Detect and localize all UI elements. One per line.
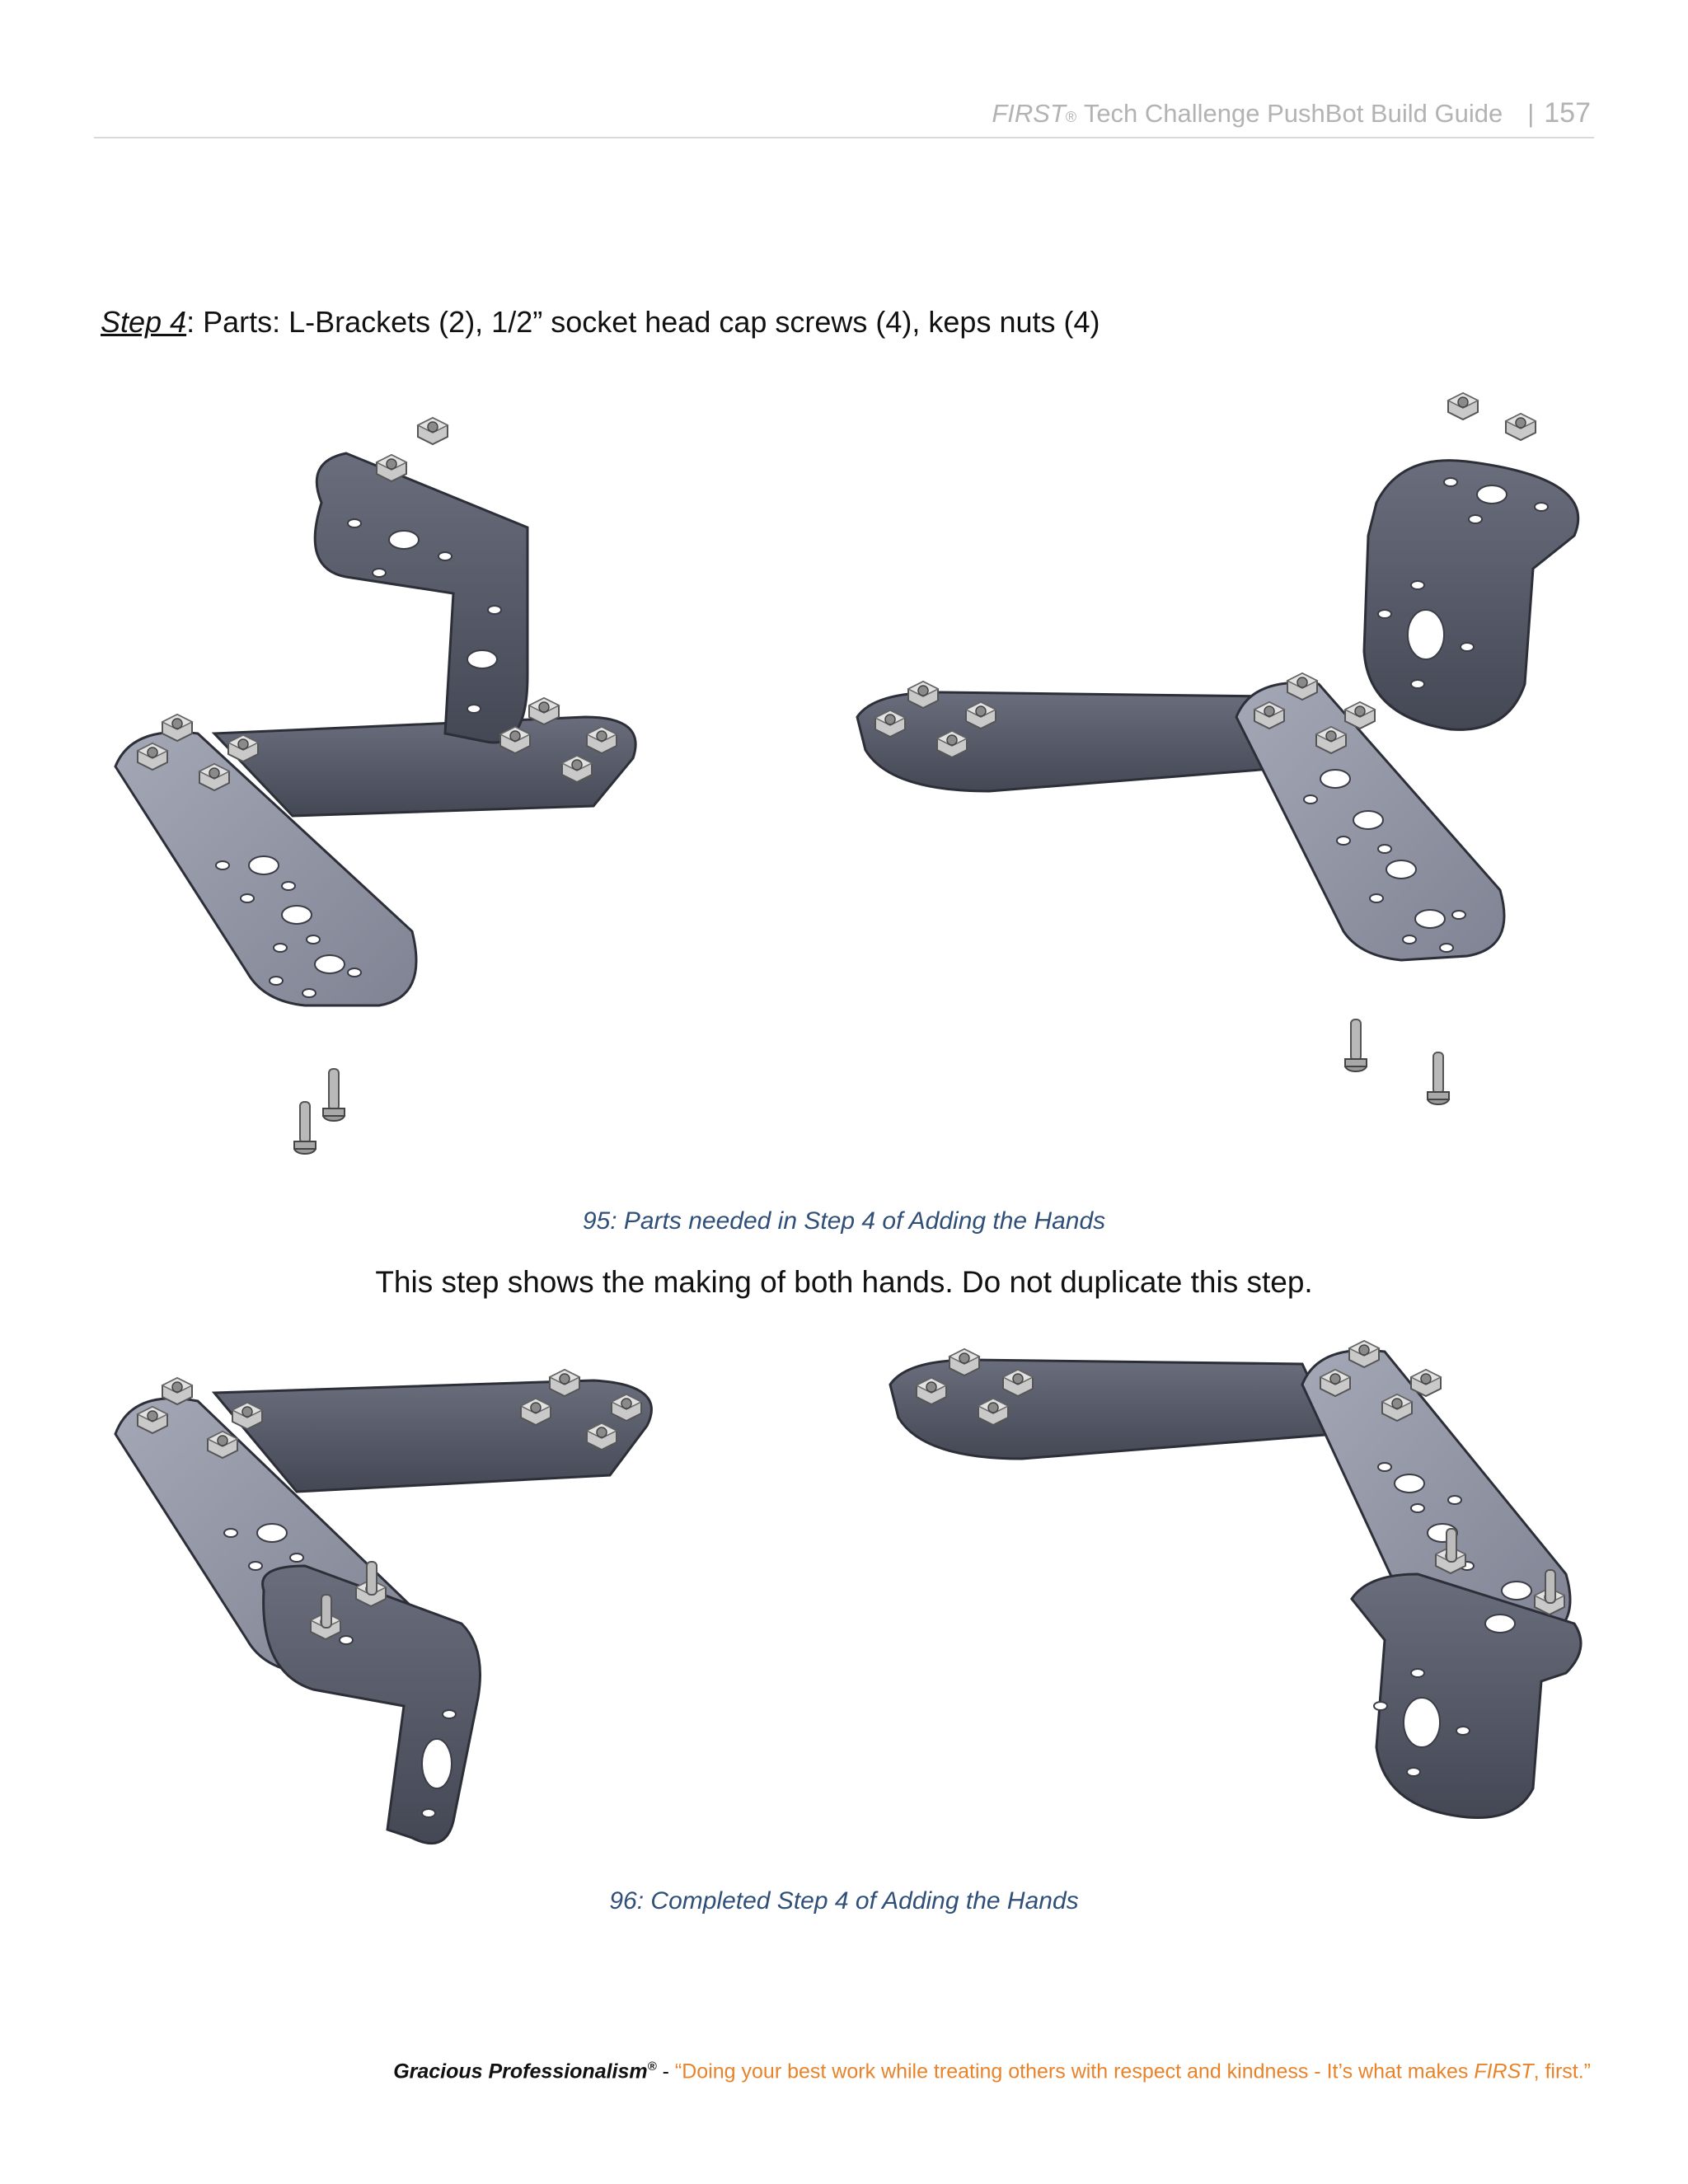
step-note: This step shows the making of both hands… [375,1265,1313,1299]
step-label: Step 4 [101,305,187,339]
figure-96-caption: 96: Completed Step 4 of Adding the Hands [609,1887,1079,1915]
figure-95-right-parts [856,392,1580,1105]
step-instruction: Step 4: Parts: L-Brackets (2), 1/2” sock… [101,305,1100,340]
figure-96-left-completed [114,1369,653,1845]
footer-quote-first: FIRST [1474,2060,1534,2083]
footer-quote: “Doing your best work while treating oth… [675,2060,1591,2083]
figure-95-caption: 95: Parts needed in Step 4 of Adding the… [582,1207,1106,1235]
footer-dash: - [656,2060,675,2083]
page-header: FIRST® Tech Challenge PushBot Build Guid… [992,97,1591,129]
header-reg: ® [1065,109,1077,125]
header-separator: | [1527,99,1535,128]
header-first: FIRST [992,99,1066,128]
figure-95-left-parts [114,417,637,1155]
page-number: 157 [1544,97,1591,129]
footer-quote-end: , first.” [1533,2060,1591,2083]
figure-96-right-completed [889,1340,1582,1820]
step-parts-text: : Parts: L-Brackets (2), 1/2” socket hea… [186,305,1100,339]
footer-reg: ® [647,2060,657,2074]
footer-quote-start: “Doing your best work while treating oth… [674,2060,1475,2083]
footer-gp: Gracious Professionalism [393,2060,648,2083]
header-rule [94,137,1594,138]
page-footer: Gracious Professionalism® - “Doing your … [393,2060,1591,2083]
header-title: Tech Challenge PushBot Build Guide [1083,99,1503,128]
